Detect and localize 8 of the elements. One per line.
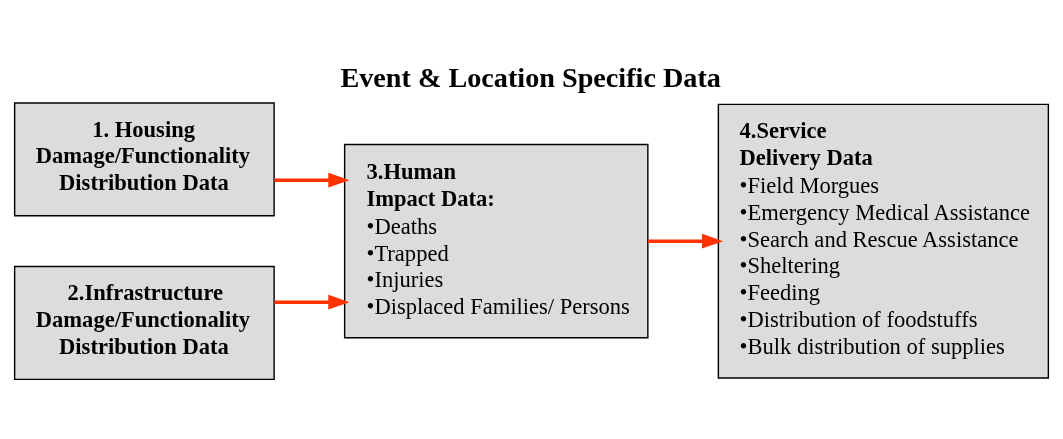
node-box: 1. Housing Damage/Functionality Distribution Data [13,101,275,216]
arrow [274,294,350,310]
diagram-title: Event & Location Specific Data [340,61,721,93]
arrow [274,172,350,188]
arrow [648,233,724,249]
node-box: 4.Service Delivery Data •Field Morgues •Emergency Medical Assistance •Search and Rescue Assistance •Sheltering •Feeding •Distribution of foodstuffs •Bulk distribution of supplies [717,103,1050,379]
node-box: 2.Infrastructure Damage/Functionality Distribution Data [13,265,275,380]
node-box: 3.Human Impact Data: •Deaths •Trapped •Injuries •Displaced Families/ Persons [343,143,649,338]
